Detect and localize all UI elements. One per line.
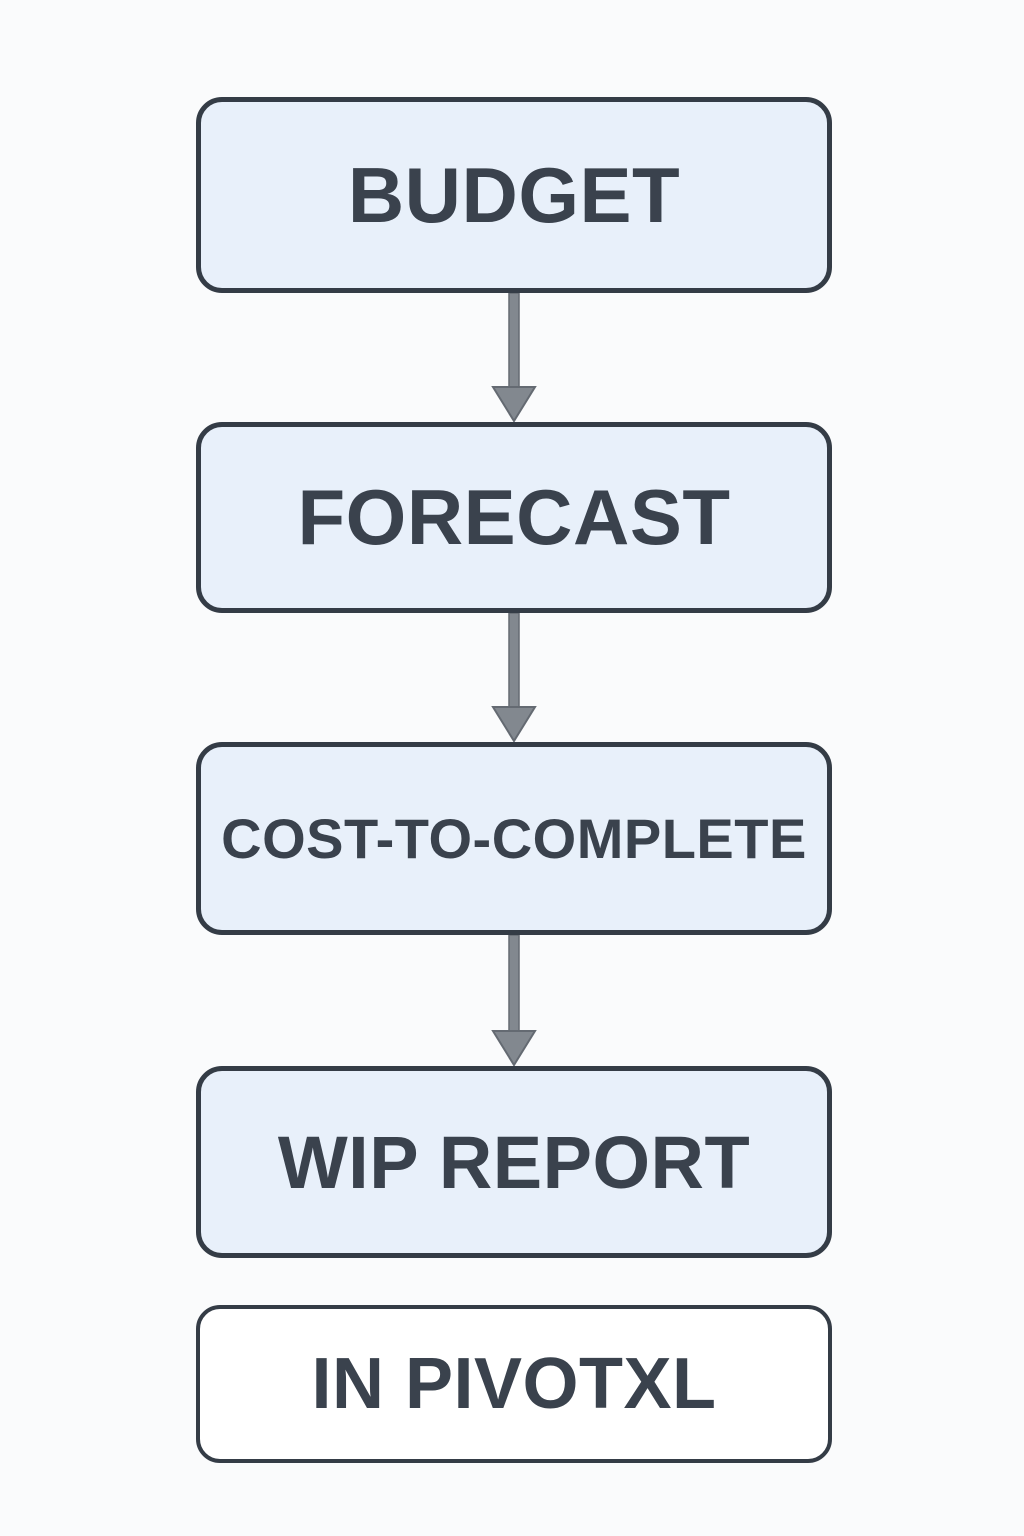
node-budget-label: BUDGET — [347, 150, 681, 239]
node-cost-to-complete-label: COST-TO-COMPLETE — [221, 807, 807, 870]
node-in-pivotxl-label: IN PIVOTXL — [311, 1344, 717, 1424]
node-forecast: FORECAST — [196, 422, 832, 613]
arrow-down-icon — [490, 613, 538, 742]
node-wip-report-label: WIP REPORT — [277, 1120, 751, 1204]
arrow-down-icon — [490, 293, 538, 422]
node-cost-to-complete: COST-TO-COMPLETE — [196, 742, 832, 935]
arrow-down-icon — [490, 935, 538, 1066]
node-budget: BUDGET — [196, 97, 832, 293]
node-in-pivotxl: IN PIVOTXL — [196, 1305, 832, 1463]
node-forecast-label: FORECAST — [297, 473, 731, 561]
node-wip-report: WIP REPORT — [196, 1066, 832, 1258]
